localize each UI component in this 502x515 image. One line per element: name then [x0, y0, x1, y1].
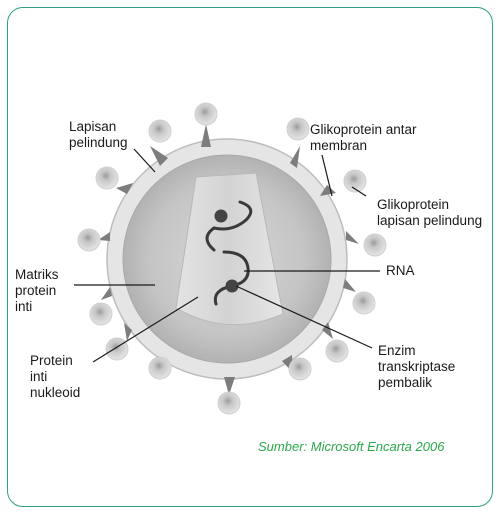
spike	[78, 229, 110, 251]
label-glikoprotein-lapisan-pelindung: Glikoprotein lapisan pelindung	[377, 197, 482, 229]
spike	[346, 231, 386, 256]
label-lapisan-pelindung: Lapisan pelindung	[69, 119, 128, 151]
reverse-transcriptase-enzyme	[215, 210, 228, 223]
label-matriks-protein-inti: Matriks protein inti	[15, 267, 59, 315]
spike	[343, 279, 375, 314]
spike	[282, 355, 311, 380]
label-enzim-transkriptase-pembalik: Enzim transkriptase pembalik	[378, 343, 455, 391]
spike	[96, 167, 133, 194]
spike	[322, 322, 348, 362]
label-protein-inti-nukleoid: Protein inti nukleoid	[30, 353, 80, 401]
label-glikoprotein-antar-membran: Glikoprotein antar membran	[310, 122, 417, 154]
spike	[106, 323, 132, 360]
source-caption: Sumber: Microsoft Encarta 2006	[258, 439, 444, 454]
label-rna: RNA	[386, 263, 415, 279]
spike	[218, 377, 240, 414]
spike	[90, 287, 112, 325]
